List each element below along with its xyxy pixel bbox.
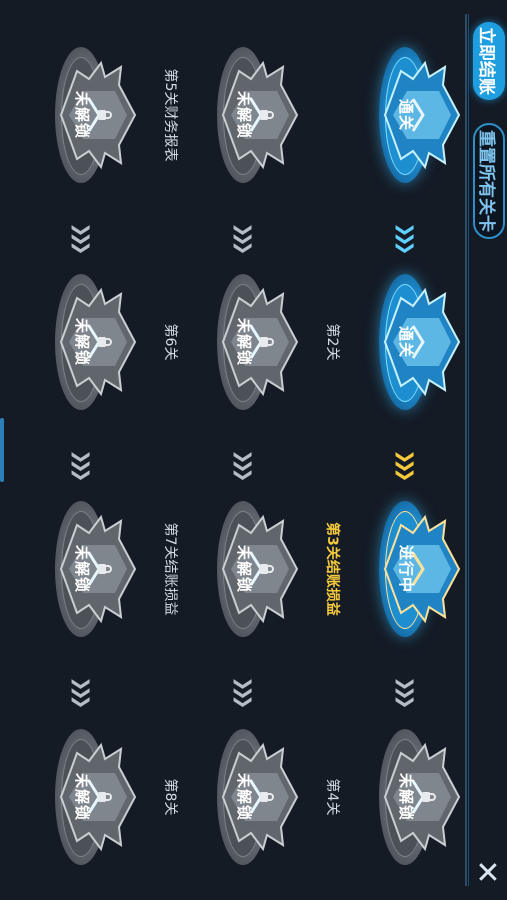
level-node-12[interactable]: 未解锁 [21,727,141,867]
frame-glow-line [468,14,469,886]
settle-now-button[interactable]: 立即结账 [473,22,505,100]
level-status-tag: 未解锁 [73,90,92,139]
level-emblem-icon [383,287,461,397]
level-node-3[interactable]: 进行中 [345,499,465,639]
level-name-label: 第4关 [324,778,340,816]
level-emblem-icon [383,514,461,624]
level-emblem-icon [383,60,461,170]
level-status-tag: 未解锁 [73,772,92,821]
level-node-10[interactable]: 未解锁 [21,272,141,412]
padlock-icon [98,110,112,120]
progress-arrow-icon: ❯❯❯ [233,222,254,250]
reset-all-levels-button[interactable]: 重置所有关卡 [473,123,505,239]
level-status-tag: 未解锁 [235,317,254,366]
close-icon[interactable]: ✕ [469,859,504,885]
progress-arrow-icon: ❯❯❯ [71,449,92,477]
progress-arrow-icon: ❯❯❯ [395,449,416,477]
level-status-tag: 未解锁 [73,544,92,593]
level-status-tag: 未解锁 [235,772,254,821]
level-node-7[interactable]: 未解锁 [183,499,303,639]
padlock-icon [260,337,274,347]
progress-arrow-icon: ❯❯❯ [71,676,92,704]
progress-arrow-icon: ❯❯❯ [233,449,254,477]
level-node-9[interactable]: 未解锁 [21,45,141,185]
padlock-icon [422,792,436,802]
level-node-2[interactable]: 通关 [345,272,465,412]
level-name-label: 第7关结账损益 [162,522,178,616]
padlock-icon [260,564,274,574]
progress-arrow-icon: ❯❯❯ [395,222,416,250]
level-name-label: 第2关 [324,323,340,361]
level-name-label: 第6关 [162,323,178,361]
padlock-icon [98,792,112,802]
level-status-tag: 通关 [397,325,416,358]
level-node-4[interactable]: 未解锁 [345,727,465,867]
level-node-1[interactable]: 通关 [345,45,465,185]
level-name-label: 第3关结账损益 [324,522,340,616]
level-status-tag: 未解锁 [235,544,254,593]
level-status-tag: 进行中 [397,544,416,593]
emblem-chevron [411,552,425,586]
progress-arrow-icon: ❯❯❯ [71,222,92,250]
padlock-icon [98,337,112,347]
level-node-6[interactable]: 未解锁 [183,272,303,412]
level-name-label: 第8关 [162,778,178,816]
emblem-chevron [411,98,425,132]
padlock-icon [98,564,112,574]
progress-arrow-icon: ❯❯❯ [233,676,254,704]
emblem-chevron [411,325,425,359]
bottom-indicator [0,418,4,482]
level-node-5[interactable]: 未解锁 [183,45,303,185]
level-node-11[interactable]: 未解锁 [21,499,141,639]
progress-arrow-icon: ❯❯❯ [395,676,416,704]
level-status-tag: 未解锁 [397,772,416,821]
level-name-label: 第5关财务报表 [162,68,178,162]
level-node-8[interactable]: 未解锁 [183,727,303,867]
level-status-tag: 未解锁 [73,317,92,366]
padlock-icon [260,792,274,802]
frame-line [465,14,467,886]
level-status-tag: 未解锁 [235,90,254,139]
level-status-tag: 通关 [397,98,416,131]
padlock-icon [260,110,274,120]
